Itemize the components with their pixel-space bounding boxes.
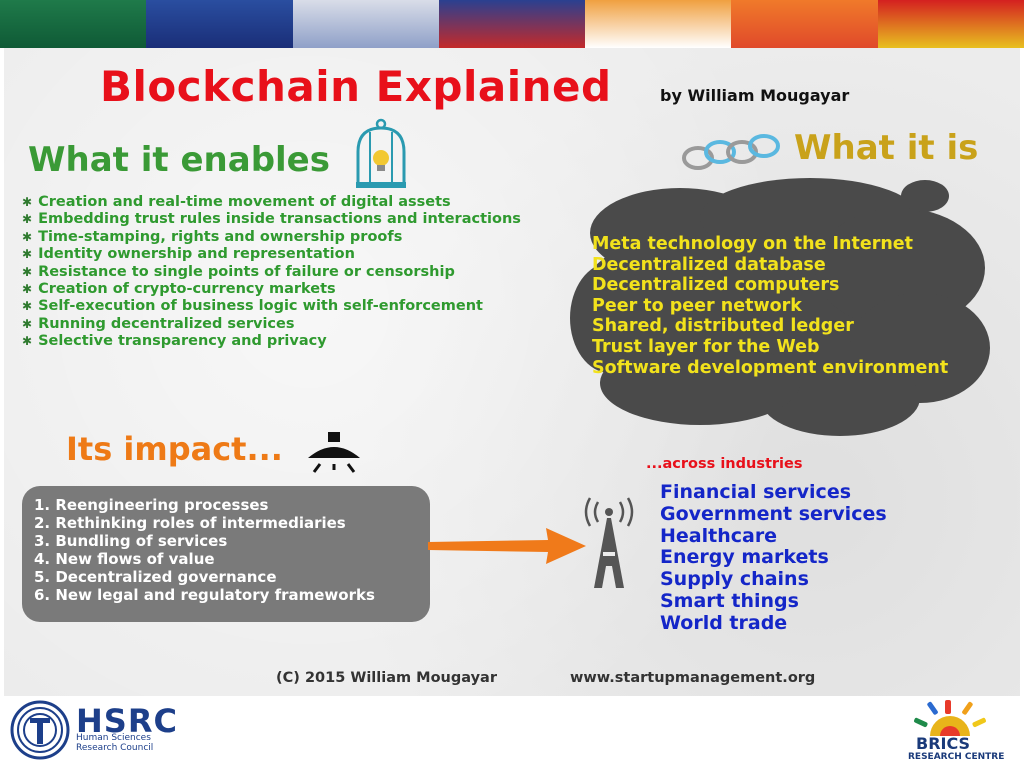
hsrc-subtitle-line: Human Sciences [76, 733, 151, 743]
list-item: Decentralized computers [592, 275, 840, 296]
author-byline: by William Mougayar [660, 86, 850, 105]
bullet-star-icon: ✱ [22, 195, 33, 209]
list-item: ✱Creation of crypto-currency markets [22, 281, 336, 298]
hsrc-subtitle-line: Research Council [76, 742, 154, 753]
enables-heading: What it enables [28, 140, 330, 180]
bullet-star-icon: ✱ [22, 229, 33, 244]
industries-heading: ...across industries [646, 456, 803, 472]
list-item: ✱Time-stamping, rights and ownership pro… [22, 228, 403, 245]
bullet-star-icon: ✱ [22, 264, 33, 279]
list-item: Supply chains [660, 568, 809, 591]
list-item: ✱Resistance to single points of failure … [22, 263, 455, 280]
list-item: Peer to peer network [592, 295, 802, 316]
list-item: ✱Running decentralized services [22, 315, 295, 332]
copyright-text: (C) 2015 William Mougayar [276, 670, 497, 686]
impact-list: 1. Reengineering processes 2. Rethinking… [34, 496, 375, 604]
bullet-star-icon: ✱ [22, 334, 33, 349]
list-item: ✱Identity ownership and representation [22, 246, 355, 263]
list-item: Government services [660, 502, 887, 525]
list-item: World trade [660, 611, 788, 634]
enables-list: ✱Creation and real-time movement of digi… [22, 194, 521, 351]
page-title: Blockchain Explained [100, 62, 612, 111]
list-item: Energy markets [660, 546, 829, 569]
list-item: Shared, distributed ledger [592, 316, 854, 337]
impact-box [22, 486, 430, 622]
list-item: Healthcare [660, 524, 778, 547]
industries-list: Financial services Government services H… [660, 481, 887, 635]
hsrc-subtitle: Human Sciences Research Council [76, 733, 154, 753]
hsrc-name: HSRC [76, 702, 178, 740]
list-item: Smart things [660, 589, 799, 612]
list-item: 1. Reengineering processes [34, 496, 269, 514]
list-item: ✱Self-execution of business logic with s… [22, 298, 483, 315]
what-it-is-heading: What it is [794, 128, 979, 168]
cloud-shape [570, 178, 990, 436]
list-item: ✱Selective transparency and privacy [22, 333, 327, 350]
list-item: 4. New flows of value [34, 550, 215, 568]
arrow-right-icon [428, 528, 586, 564]
hsrc-logo [10, 700, 70, 760]
chain-rings-icon [682, 134, 780, 170]
list-item: ✱Embedding trust rules inside transactio… [22, 211, 521, 228]
list-item: ✱Creation and real-time movement of digi… [22, 194, 451, 210]
list-item: Decentralized database [592, 254, 826, 275]
lamp-icon [308, 432, 360, 473]
list-item: Software development environment [592, 357, 949, 378]
list-item: Trust layer for the Web [592, 336, 820, 357]
impact-heading: Its impact... [66, 430, 283, 468]
bullet-star-icon: ✱ [22, 282, 33, 297]
what-it-is-list: Meta technology on the Internet Decentra… [592, 234, 948, 378]
list-item: Meta technology on the Internet [592, 234, 914, 254]
list-item: 3. Bundling of services [34, 532, 228, 550]
bullet-star-icon: ✱ [22, 316, 33, 331]
bullet-star-icon: ✱ [22, 299, 33, 314]
list-item: 6. New legal and regulatory frameworks [34, 586, 375, 604]
list-item: Financial services [660, 481, 852, 503]
brics-logo [914, 700, 986, 736]
bullet-star-icon: ✱ [22, 212, 33, 227]
list-item: 2. Rethinking roles of intermediaries [34, 514, 346, 532]
bullet-star-icon: ✱ [22, 247, 33, 262]
brics-subtitle: RESEARCH CENTRE [908, 752, 1005, 762]
website-link[interactable]: www.startupmanagement.org [570, 670, 816, 686]
list-item: 5. Decentralized governance [34, 568, 277, 586]
flags-banner [0, 0, 1024, 48]
brics-name: BRICS [916, 734, 971, 753]
birdcage-lightbulb-icon [356, 118, 406, 188]
broadcast-tower-icon [584, 497, 634, 588]
